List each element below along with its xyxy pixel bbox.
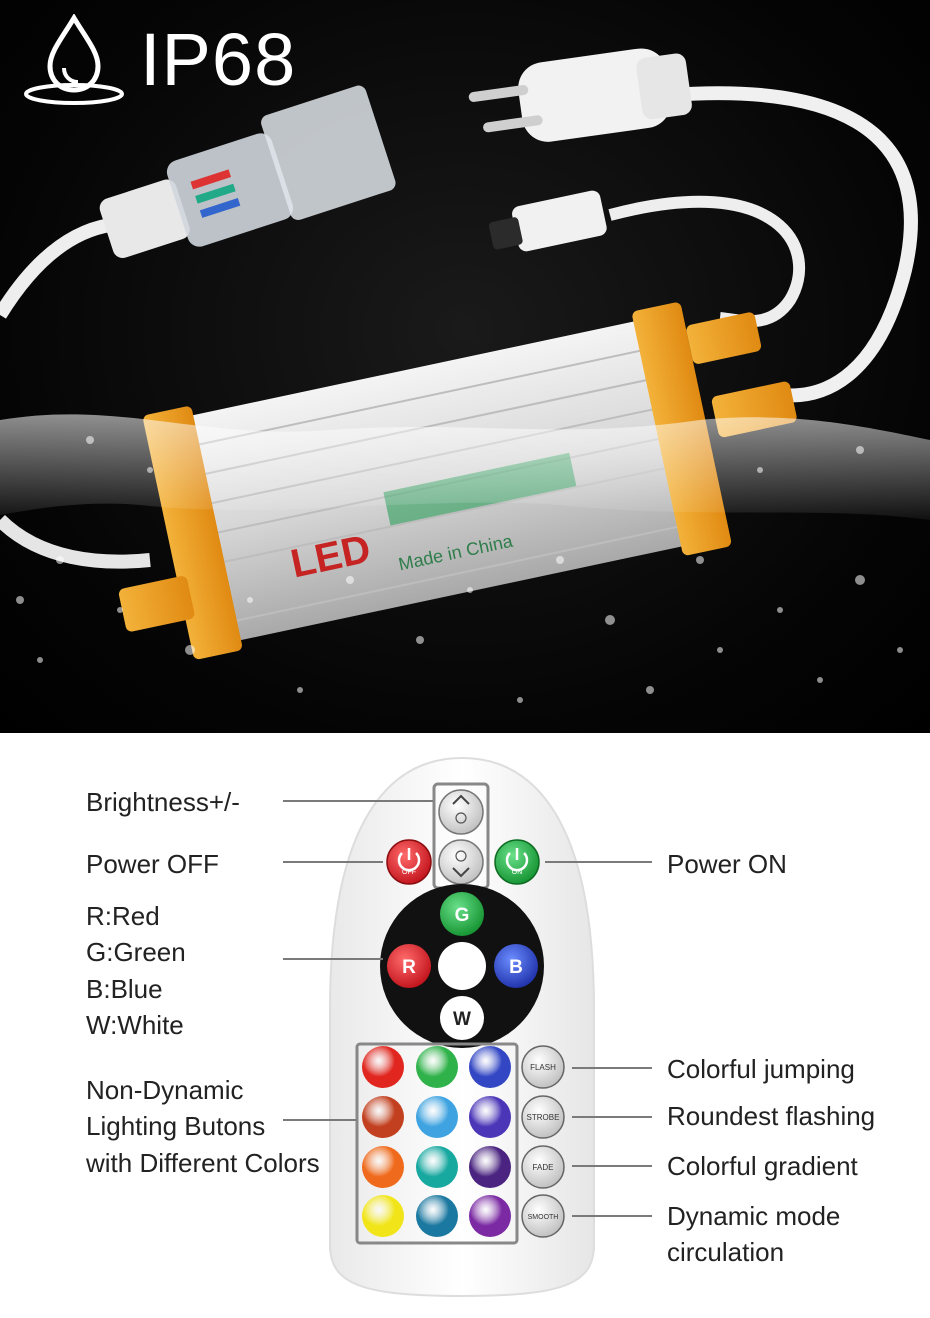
left-cable xyxy=(0,218,112,319)
color-button-4-2[interactable] xyxy=(416,1195,458,1237)
power-on-button[interactable]: ON xyxy=(494,839,540,885)
smooth-button[interactable]: SMOOTH xyxy=(521,1194,565,1238)
power-icon xyxy=(397,852,421,872)
power-off-text: OFF xyxy=(402,869,416,876)
smooth-callout-line xyxy=(572,1215,652,1217)
hv-connector xyxy=(99,85,396,259)
remote-control: OFF ON G R B W xyxy=(329,756,595,1298)
smooth-text: SMOOTH xyxy=(528,1214,559,1221)
color-button-3-1[interactable] xyxy=(362,1146,404,1188)
flash-callout-line xyxy=(572,1067,652,1069)
color-button-3-2[interactable] xyxy=(416,1146,458,1188)
product-photo: LED Made in China IP68 xyxy=(0,0,930,733)
sun-icon xyxy=(455,850,467,862)
brightness-callout-line xyxy=(283,800,433,802)
green-button[interactable]: G xyxy=(440,892,484,936)
flash-button[interactable]: FLASH xyxy=(521,1045,565,1089)
color-button-2-2[interactable] xyxy=(416,1096,458,1138)
chevron-down-icon xyxy=(452,867,470,878)
brightness-label: Brightness+/- xyxy=(86,787,240,817)
sun-icon xyxy=(455,812,467,824)
rgbw-callout-line xyxy=(283,958,383,960)
fade-callout-line xyxy=(572,1165,652,1167)
center-button[interactable] xyxy=(438,942,486,990)
power-cable xyxy=(669,86,918,403)
power-on-callout-line xyxy=(545,861,652,863)
color-button-1-2[interactable] xyxy=(416,1046,458,1088)
smooth-label-line1: Dynamic mode xyxy=(667,1201,841,1231)
ip-rating-badge: IP68 xyxy=(22,14,296,106)
rgbw-label-green: G:Green xyxy=(86,937,186,967)
color-grid xyxy=(362,1046,511,1237)
bottom-cable xyxy=(0,514,151,569)
color-button-1-3[interactable] xyxy=(469,1046,511,1088)
chevron-up-icon xyxy=(452,794,470,805)
color-button-3-3[interactable] xyxy=(469,1146,511,1188)
white-letter: W xyxy=(453,1009,471,1030)
rgbw-label-blue: B:Blue xyxy=(86,974,163,1004)
red-letter: R xyxy=(402,957,416,978)
controller-illustration: LED Made in China xyxy=(0,48,930,703)
color-button-2-3[interactable] xyxy=(469,1096,511,1138)
blue-letter: B xyxy=(509,957,523,978)
power-icon xyxy=(505,852,529,872)
power-on-text: ON xyxy=(512,869,523,876)
color-button-4-1[interactable] xyxy=(362,1195,404,1237)
dc-jack xyxy=(488,190,607,252)
fade-text: FADE xyxy=(533,1163,554,1172)
non-dynamic-label-line2: Lighting Butons xyxy=(86,1111,266,1141)
non-dynamic-label-line3: with Different Colors xyxy=(86,1148,320,1178)
smooth-label-line2: circulation xyxy=(667,1237,785,1267)
water-drop-icon xyxy=(24,14,124,105)
power-off-button[interactable]: OFF xyxy=(386,839,432,885)
color-button-2-1[interactable] xyxy=(362,1096,404,1138)
power-off-callout-line xyxy=(283,861,383,863)
ip-rating-text: IP68 xyxy=(140,18,297,101)
fade-button[interactable]: FADE xyxy=(521,1145,565,1189)
color-grid-callout-line xyxy=(283,1119,356,1121)
color-button-4-3[interactable] xyxy=(469,1195,511,1237)
strobe-button[interactable]: STROBE xyxy=(521,1095,565,1139)
red-button[interactable]: R xyxy=(387,944,431,988)
remote-diagram: OFF ON G R B W xyxy=(0,733,930,1318)
non-dynamic-label-line1: Non-Dynamic xyxy=(86,1075,244,1105)
brightness-down-button[interactable] xyxy=(438,839,484,885)
green-letter: G xyxy=(455,905,470,926)
power-off-label: Power OFF xyxy=(86,849,219,879)
strobe-callout-line xyxy=(572,1116,652,1118)
blue-button[interactable]: B xyxy=(494,944,538,988)
eu-plug xyxy=(468,48,692,142)
strobe-text: STROBE xyxy=(527,1113,560,1122)
color-button-1-1[interactable] xyxy=(362,1046,404,1088)
strobe-label: Roundest flashing xyxy=(667,1101,876,1131)
rgbw-label-red: R:Red xyxy=(86,901,160,931)
white-button[interactable]: W xyxy=(440,996,484,1040)
flash-text: FLASH xyxy=(530,1063,556,1072)
dc-cable xyxy=(608,195,805,328)
water-droplets xyxy=(16,436,903,703)
flash-label: Colorful jumping xyxy=(667,1054,855,1084)
rgbw-label-white: W:White xyxy=(86,1010,184,1040)
water-splash xyxy=(0,414,930,520)
power-on-label: Power ON xyxy=(667,849,787,879)
brightness-up-button[interactable] xyxy=(438,789,484,835)
fade-label: Colorful gradient xyxy=(667,1151,858,1181)
color-grid-highlight xyxy=(355,1042,519,1245)
